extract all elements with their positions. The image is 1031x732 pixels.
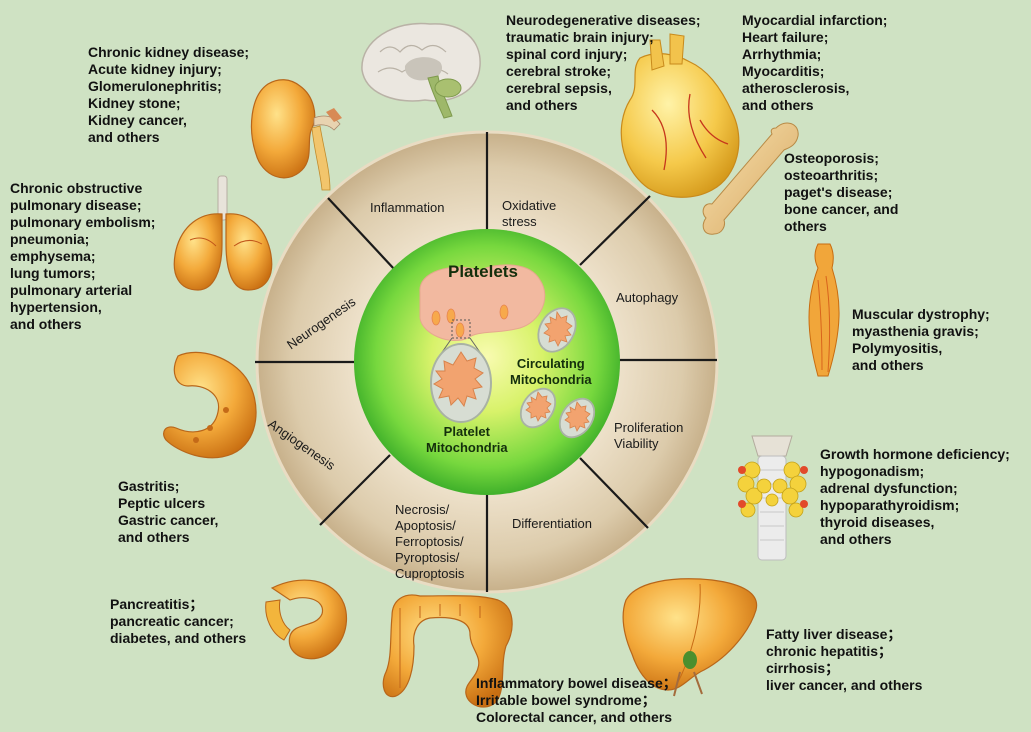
segment-oxidative-stress: Oxidative stress <box>502 198 556 230</box>
segment-differentiation: Differentiation <box>512 516 592 532</box>
lung-diseases: Chronic obstructive pulmonary disease; p… <box>10 180 155 333</box>
segment-proliferation-viability: Proliferation Viability <box>614 420 683 452</box>
liver-diseases: Fatty liver disease； chronic hepatitis； … <box>766 626 922 694</box>
heart-diseases: Myocardial infarction; Heart failure; Ar… <box>742 12 887 114</box>
muscle-diseases: Muscular dystrophy; myasthenia gravis; P… <box>852 306 990 374</box>
platelet-mitochondria-label: Platelet Mitochondria <box>426 424 508 456</box>
segment-inflammation: Inflammation <box>370 200 444 216</box>
platelet-mitochondrion <box>431 344 491 422</box>
segment-cell-death: Necrosis/ Apoptosis/ Ferroptosis/ Pyropt… <box>395 502 464 582</box>
brain-icon <box>362 23 480 118</box>
lungs-icon <box>174 176 271 290</box>
pancreas-diseases: Pancreatitis； pancreatic cancer; diabete… <box>110 596 246 647</box>
kidney-diseases: Chronic kidney disease; Acute kidney inj… <box>88 44 249 146</box>
segment-autophagy: Autophagy <box>616 290 678 306</box>
center-title: Platelets <box>448 262 518 282</box>
endocrine-diseases: Growth hormone deficiency; hypogonadism;… <box>820 446 1010 548</box>
pancreas-icon <box>266 580 347 659</box>
colon-diseases: Inflammatory bowel disease； Irritable bo… <box>476 675 677 726</box>
stomach-icon <box>164 352 256 457</box>
stomach-diseases: Gastritis; Peptic ulcers Gastric cancer,… <box>118 478 218 546</box>
muscle-icon <box>809 244 839 376</box>
thyroid-icon <box>738 436 808 560</box>
brain-diseases: Neurodegenerative diseases; traumatic br… <box>506 12 701 114</box>
kidney-icon <box>252 80 342 190</box>
circulating-mitochondria-label: Circulating Mitochondria <box>510 356 592 388</box>
bone-diseases: Osteoporosis; osteoarthritis; paget's di… <box>784 150 898 235</box>
